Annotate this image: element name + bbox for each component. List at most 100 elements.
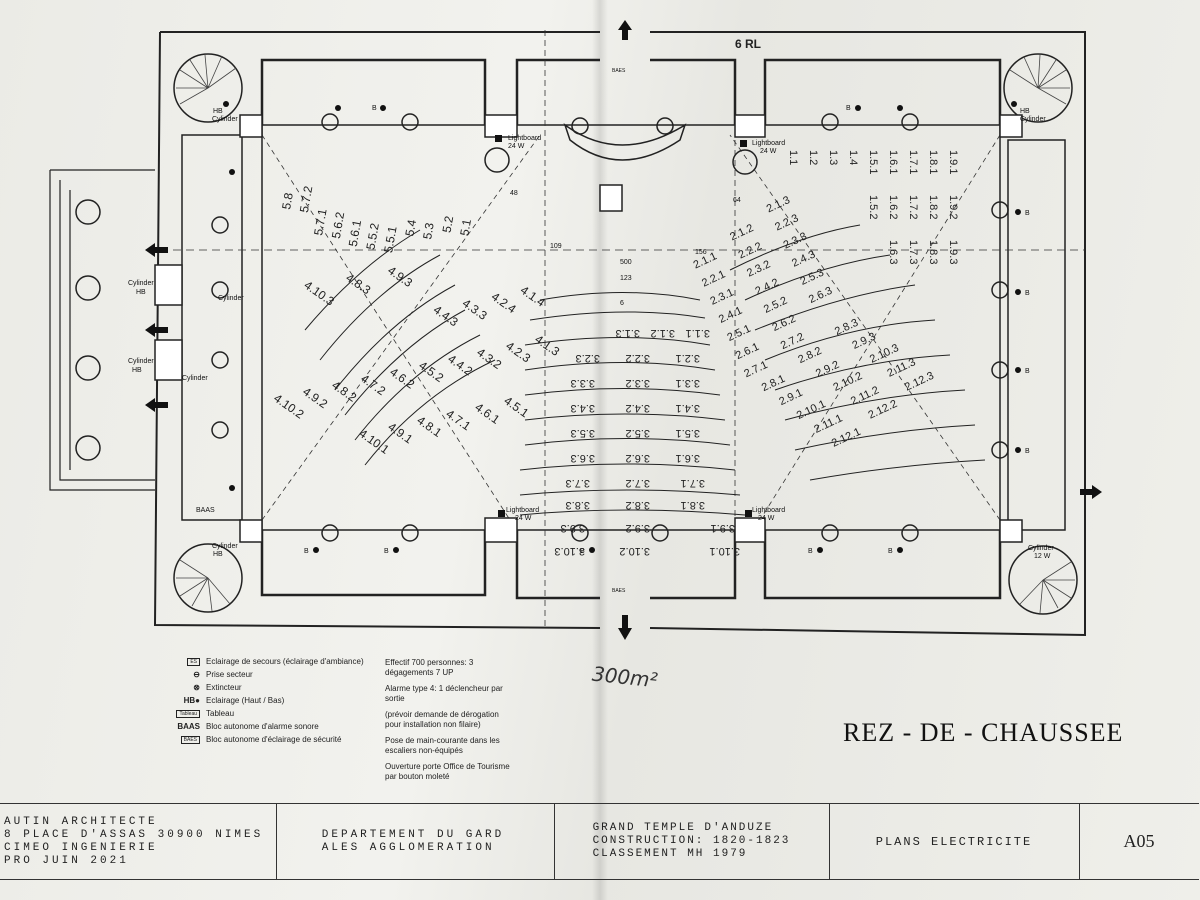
seat-label: 3.7.1	[681, 477, 705, 489]
seat-label: 2.6.2	[770, 313, 797, 334]
seat-label: 2.6.1	[734, 341, 761, 362]
seat-label: 2.12.2	[866, 398, 899, 422]
seat-label: 2.9.3	[850, 331, 877, 352]
seat-label: 1.7.2	[907, 195, 919, 219]
label-b: B	[1025, 448, 1030, 455]
floor-plan: B B B B B B B B B B B Cylinder HB Cylind…	[49, 20, 1102, 640]
label-b: B	[1025, 290, 1030, 297]
dim-156: 156	[695, 249, 707, 256]
label-lightboard: Lightboard	[508, 135, 541, 142]
label-lightboard: Lightboard	[506, 507, 539, 514]
inner-wall-bottom	[260, 530, 1002, 600]
note: Pose de main-courante dans les escaliers…	[385, 736, 500, 755]
seat-label: 3.1.2	[651, 327, 675, 339]
label-b: B	[372, 105, 377, 112]
seat-label: 3.4.2	[626, 402, 650, 414]
title-block-architect: AUTIN ARCHITECTE 8 PLACE D'ASSAS 30900 N…	[0, 803, 277, 880]
seat-label: 4.1.4	[518, 283, 548, 310]
seat-label: 5.8	[279, 191, 296, 210]
emergency-light-box-icon: ES	[168, 657, 206, 666]
socket-icon: ⊖	[193, 670, 200, 679]
client-line: ALES AGGLOMERATION	[321, 841, 495, 854]
seat-label: 3.10.1	[709, 545, 740, 557]
exit-arrow-bottom-icon	[618, 615, 632, 640]
label-24w: 24 W	[515, 515, 532, 522]
seat-label: 3.7.3	[566, 477, 590, 489]
seat-label: 1.9.3	[947, 240, 959, 264]
seat-label: 3.9.3	[561, 522, 585, 534]
seat-label: 2.5.1	[725, 323, 752, 344]
seat-label: 3.2.3	[576, 352, 600, 364]
seat-label: 5.5.2	[363, 222, 381, 251]
exit-arrow-top-icon	[618, 20, 632, 40]
architect-line: PRO JUIN 2021	[4, 854, 129, 867]
seat-label: 3.9.1	[711, 522, 735, 534]
seat-label: 3.5.1	[676, 427, 700, 439]
title-block-sheet-number: A05	[1079, 803, 1199, 880]
seat-label: 1.8.1	[927, 150, 939, 174]
legend-row: HB●Eclairage (Haut / Bas)	[168, 694, 388, 707]
seat-label: 2.4.2	[753, 277, 780, 298]
seat-label: 4.4.3	[431, 303, 461, 330]
seat-label: 2.7.1	[742, 359, 769, 380]
seat-label: 5.1	[457, 218, 474, 237]
seat-label: 5.6.2	[329, 211, 347, 240]
title-block-sheet-name: PLANS ELECTRICITE	[829, 803, 1080, 880]
seat-label: 3.2.2	[626, 352, 650, 364]
seat-label: 4.8.3	[343, 271, 373, 298]
seat-label: 2.8.1	[760, 373, 787, 394]
seat-label: 2.3.2	[745, 258, 772, 279]
seat-label: 2.8.3	[833, 317, 860, 338]
legend-text: Extincteur	[206, 683, 242, 692]
seat-label: 1.1	[787, 150, 799, 165]
label-baes: BAES	[612, 588, 626, 594]
seat-label: 3.8.1	[681, 499, 705, 511]
safety-light-box-icon: BAES	[168, 735, 206, 744]
dim-64: 64	[733, 197, 741, 204]
dim-6: 6	[620, 300, 624, 307]
label-cylinder: Cylinder	[1028, 545, 1054, 552]
building-line: GRAND TEMPLE D'ANDUZE	[592, 822, 774, 834]
seat-label: 1.8.3	[927, 240, 939, 264]
label-b: B	[304, 548, 309, 555]
seat-label: 4.4.2	[445, 352, 475, 379]
paper-fold	[592, 0, 608, 900]
seat-label: 1.8.2	[927, 195, 939, 219]
seat-label: 2.4.3	[790, 248, 817, 269]
seat-label: 2.2.3	[773, 212, 800, 233]
seat-label: 2.11.1	[812, 412, 844, 435]
stair-bottom-right	[1008, 545, 1078, 615]
outer-wall	[153, 31, 1086, 637]
seat-label: 4.1.3	[532, 332, 562, 359]
seat-label: 3.5.2	[626, 427, 650, 439]
seat-label: 4.5.1	[501, 393, 531, 420]
panel-box-icon: Tableau	[168, 709, 206, 718]
seat-label: 1.6.3	[887, 240, 899, 264]
architect-line: CIMEO INGENIERIE	[4, 841, 158, 854]
label-hb: HB	[213, 108, 223, 115]
stair-bottom-left	[173, 543, 243, 613]
extinguisher-icon: ⊗	[193, 683, 200, 692]
inner-wall	[260, 58, 1002, 125]
seat-label: 3.3.3	[571, 377, 595, 389]
label-cylinder: Cylinder	[128, 280, 154, 287]
dim-500: 500	[620, 259, 632, 266]
dim-109: 109	[550, 243, 562, 250]
seat-label: 3.3.1	[676, 377, 700, 389]
pulpit	[563, 123, 687, 161]
label-b: B	[580, 548, 585, 555]
right-vestibule	[1007, 139, 1066, 531]
seat-label: 2.1.2	[728, 222, 755, 243]
seat-label: 4.8.2	[329, 378, 359, 405]
label-b: B	[888, 548, 893, 555]
client-line: DEPARTEMENT DU GARD	[321, 828, 505, 841]
seat-label: 3.8.2	[626, 499, 650, 511]
note: Ouverture porte Office de Tourisme par b…	[385, 762, 510, 781]
seat-label: 2.2.1	[700, 268, 727, 289]
legend-row: ⊖Prise secteur	[168, 668, 388, 681]
label-cylinder: Cylinder	[1020, 116, 1046, 123]
seat-label: 2.5.3	[799, 267, 826, 288]
label-baes: BAES	[612, 68, 626, 74]
